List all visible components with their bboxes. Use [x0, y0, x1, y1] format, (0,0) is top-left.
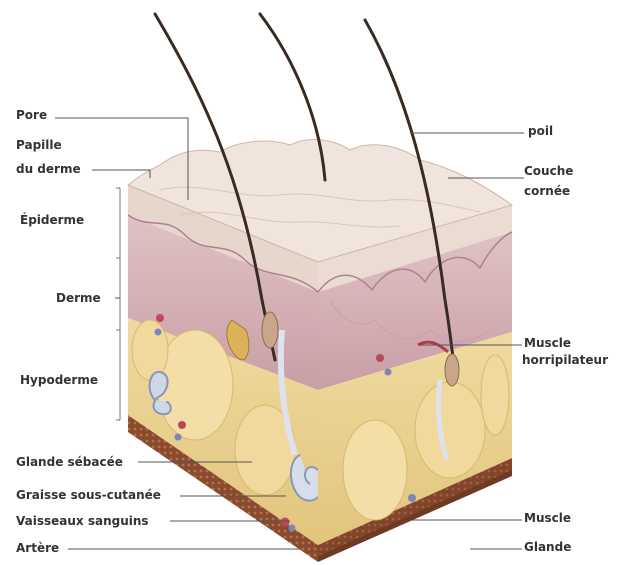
- label-couche-line1: Couche: [524, 164, 573, 179]
- label-papille-line2: du derme: [16, 162, 81, 177]
- hair-follicle: [262, 312, 278, 348]
- right-face: [318, 205, 512, 545]
- label-graisse: Graisse sous-cutanée: [16, 488, 161, 503]
- label-couche-line2: cornée: [524, 184, 570, 199]
- label-papille-line1: Papille: [16, 138, 62, 153]
- label-hypoderme: Hypoderme: [20, 373, 98, 388]
- label-glande-sebacee: Glande sébacée: [16, 455, 123, 470]
- label-epiderme: Épiderme: [20, 213, 84, 228]
- label-muscle: Muscle: [524, 511, 571, 526]
- label-artere: Artère: [16, 541, 59, 556]
- label-glande-sudoripare: Glande: [524, 540, 571, 555]
- label-pore: Pore: [16, 108, 47, 123]
- label-derme: Derme: [56, 291, 101, 306]
- label-muscle-horripilateur-line1: Muscle: [524, 336, 571, 351]
- label-poil: poil: [528, 124, 553, 139]
- hair-follicle: [445, 354, 459, 386]
- label-muscle-horripilateur-line2: horripilateur: [522, 353, 608, 368]
- label-vaisseaux: Vaisseaux sanguins: [16, 514, 149, 529]
- layer-bracket: [116, 188, 120, 420]
